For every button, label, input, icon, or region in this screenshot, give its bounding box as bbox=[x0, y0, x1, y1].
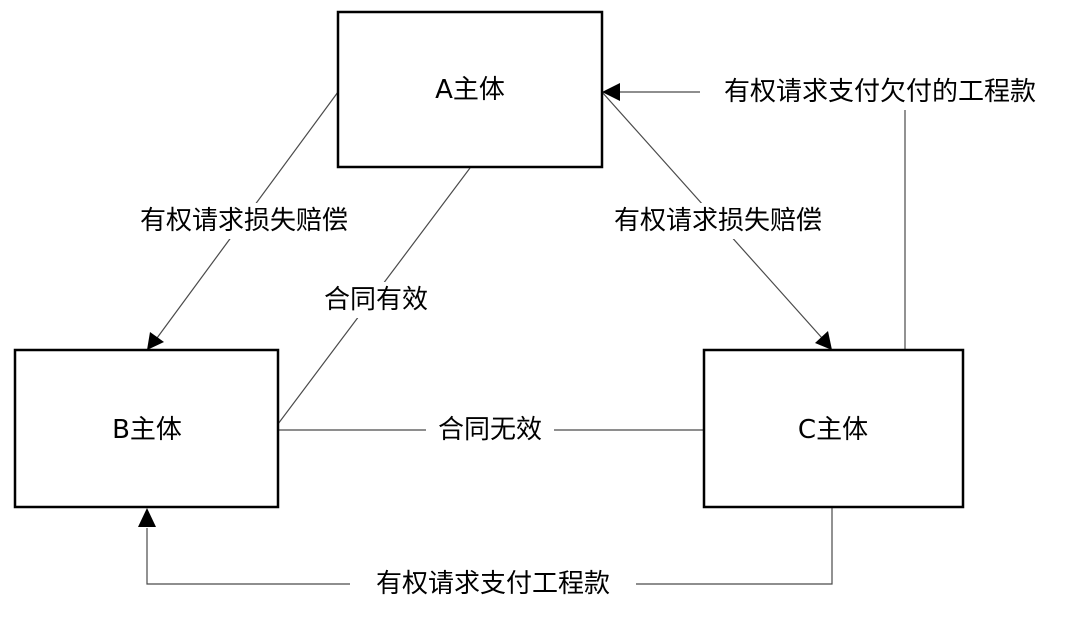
node-c: C主体 bbox=[702, 348, 965, 509]
edge-a-b-contract-label-group: 合同有效 bbox=[312, 282, 440, 318]
edge-a-to-c-label-group: 有权请求损失赔偿 bbox=[596, 203, 840, 239]
edge-a-to-c-label: 有权请求损失赔偿 bbox=[614, 206, 822, 236]
edge-c-to-a-label-group: 有权请求支付欠付的工程款 bbox=[700, 74, 1060, 110]
node-a-box bbox=[336, 10, 604, 169]
node-c-box bbox=[702, 348, 965, 509]
node-b-box bbox=[13, 348, 280, 509]
edge-c-to-a-label-bg bbox=[700, 74, 1060, 110]
edge-a-to-b-label-group: 有权请求损失赔偿 bbox=[122, 203, 366, 239]
edge-a-b-contract-label-bg bbox=[312, 282, 440, 318]
edge-b-c-contract-label-group: 合同无效 bbox=[426, 412, 554, 448]
edge-c-to-b-arrowhead bbox=[138, 508, 156, 527]
edge-c-to-b-label-group: 有权请求支付工程款 bbox=[350, 566, 636, 602]
node-a-label: A主体 bbox=[435, 75, 505, 105]
node-b-label: B主体 bbox=[112, 415, 182, 445]
edge-c-to-b-label: 有权请求支付工程款 bbox=[376, 569, 610, 599]
edge-c-to-a-arrowhead bbox=[602, 83, 620, 101]
edge-b-c-contract-label: 合同无效 bbox=[438, 415, 542, 445]
edge-c-to-b-label-bg bbox=[350, 566, 636, 602]
edge-b-c-contract-label-bg bbox=[426, 412, 554, 448]
edge-a-to-b-label: 有权请求损失赔偿 bbox=[140, 206, 348, 236]
edge-a-to-c-arrowhead bbox=[815, 331, 832, 350]
edge-a-to-b-label-bg bbox=[122, 203, 366, 239]
node-b: B主体 bbox=[13, 348, 280, 509]
node-c-label: C主体 bbox=[798, 415, 868, 445]
node-a: A主体 bbox=[336, 10, 604, 169]
edge-a-b-contract-label: 合同有效 bbox=[324, 285, 428, 315]
edge-a-to-c-label-bg bbox=[596, 203, 840, 239]
edge-a-to-b-arrowhead bbox=[147, 332, 164, 350]
edge-c-to-a-label: 有权请求支付欠付的工程款 bbox=[724, 77, 1036, 107]
